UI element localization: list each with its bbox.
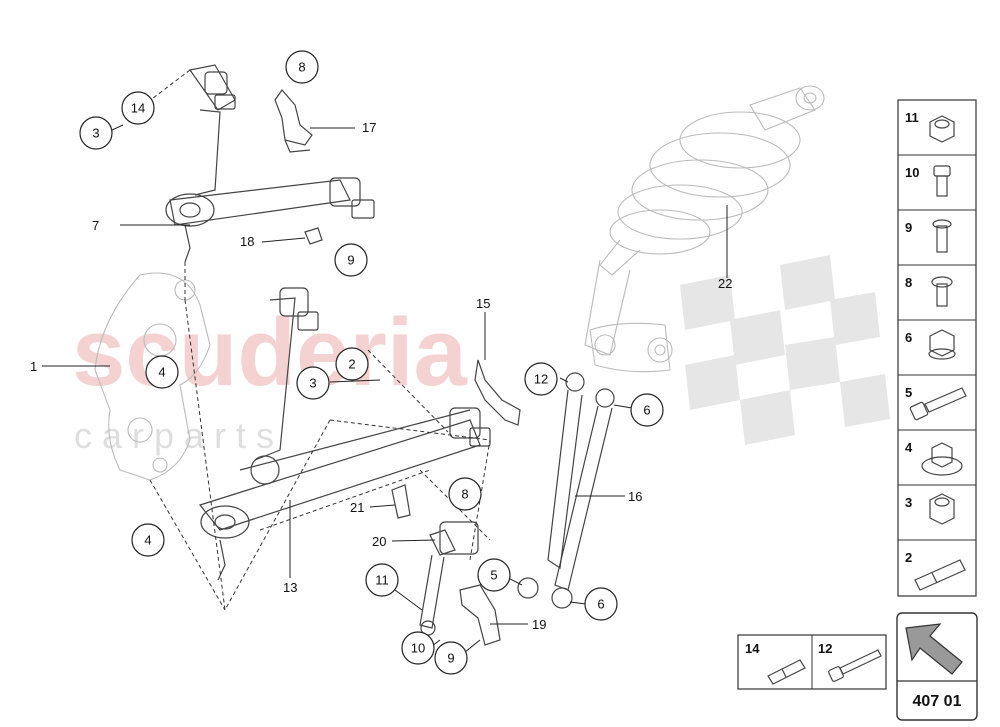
callout-20[interactable]: 20 — [372, 534, 386, 549]
bracket-15-drawing — [474, 359, 521, 426]
callout-19[interactable]: 19 — [532, 617, 546, 632]
callout-13[interactable]: 13 — [283, 580, 297, 595]
callout-4-lower[interactable]: 4 — [131, 523, 165, 557]
checkered-flag-watermark — [680, 255, 890, 445]
svg-text:12: 12 — [534, 372, 548, 387]
svg-text:6: 6 — [597, 597, 604, 612]
fastener-panel: 11 10 9 8 6 5 4 3 2 — [897, 99, 977, 597]
callout-6-upper[interactable]: 6 — [630, 393, 664, 427]
height-sensor-20-drawing — [419, 521, 479, 636]
bracket-18-drawing — [304, 227, 323, 245]
fastener-label-4: 4 — [905, 440, 913, 455]
svg-text:8: 8 — [461, 487, 468, 502]
bracket-19-drawing — [459, 584, 501, 646]
callout-4-upper[interactable]: 4 — [145, 355, 179, 389]
sleeve-bolt-icon — [767, 659, 806, 685]
svg-text:4: 4 — [158, 365, 165, 380]
callout-7[interactable]: 7 — [92, 218, 99, 233]
bottom-label-12: 12 — [818, 641, 832, 656]
callout-14-top[interactable]: 14 — [121, 91, 155, 125]
callout-1[interactable]: 1 — [30, 359, 37, 374]
callout-5-lower[interactable]: 5 — [477, 558, 511, 592]
callout-9-top[interactable]: 9 — [334, 243, 368, 277]
svg-text:2: 2 — [348, 357, 355, 372]
callout-18[interactable]: 18 — [240, 234, 254, 249]
callout-11-lower[interactable]: 11 — [365, 563, 399, 597]
watermark-text: scuderia — [72, 299, 467, 406]
svg-text:9: 9 — [447, 651, 454, 666]
washer-nut-icon — [921, 442, 963, 476]
svg-text:5: 5 — [490, 568, 497, 583]
bottom-label-14: 14 — [745, 641, 760, 656]
leader-lines — [42, 124, 728, 653]
tie-rod-16-drawing — [517, 372, 615, 609]
fastener-label-10: 10 — [905, 165, 919, 180]
callout-17[interactable]: 17 — [362, 120, 376, 135]
callout-12[interactable]: 12 — [524, 362, 558, 396]
callout-8-top[interactable]: 8 — [285, 50, 319, 84]
flange-nut-icon — [928, 329, 956, 360]
bracket-17-drawing — [274, 89, 313, 153]
short-bolt-icon — [933, 165, 951, 197]
diagram-code: 407 01 — [913, 693, 962, 710]
svg-text:10: 10 — [411, 641, 425, 656]
long-bolt-icon — [909, 387, 967, 421]
callout-15[interactable]: 15 — [476, 296, 490, 311]
callout-9-lower[interactable]: 9 — [434, 641, 468, 675]
watermark-subtext: c a r p a r t s — [74, 415, 274, 456]
fastener-label-11: 11 — [905, 110, 919, 125]
svg-text:9: 9 — [347, 253, 354, 268]
upper-wishbone-drawing — [165, 64, 375, 263]
long-screw-icon — [828, 649, 882, 682]
fastener-label-8: 8 — [905, 275, 912, 290]
callout-6-lower[interactable]: 6 — [584, 587, 618, 621]
lock-nut-icon — [929, 493, 955, 525]
fastener-label-9: 9 — [905, 220, 912, 235]
flange-bolt-icon — [932, 219, 952, 253]
bracket-21-drawing — [391, 484, 411, 519]
hex-nut-icon — [929, 115, 955, 143]
bottom-parts-panel: 14 12 — [737, 634, 887, 690]
svg-text:14: 14 — [131, 101, 145, 116]
callout-10-lower[interactable]: 10 — [401, 631, 435, 665]
navigation-arrow-icon[interactable] — [905, 623, 963, 675]
threaded-pin-icon — [914, 559, 966, 591]
callout-16[interactable]: 16 — [628, 489, 642, 504]
flange-screw-icon — [931, 276, 953, 307]
callout-3-middle[interactable]: 3 — [296, 366, 330, 400]
fastener-label-2: 2 — [905, 550, 912, 565]
callout-8-lower[interactable]: 8 — [448, 477, 482, 511]
svg-text:8: 8 — [298, 60, 305, 75]
svg-text:4: 4 — [144, 533, 151, 548]
navigation-arrow-box[interactable]: 407 01 — [896, 612, 978, 721]
callout-2[interactable]: 2 — [335, 347, 369, 381]
svg-text:11: 11 — [375, 573, 389, 588]
callout-3-top[interactable]: 3 — [79, 116, 113, 150]
svg-text:6: 6 — [643, 403, 650, 418]
callout-22[interactable]: 22 — [718, 276, 732, 291]
svg-text:3: 3 — [92, 126, 99, 141]
assembly-dashed-lines — [139, 69, 491, 611]
callout-21[interactable]: 21 — [350, 500, 364, 515]
svg-text:3: 3 — [309, 376, 316, 391]
lower-wishbone-drawing — [198, 287, 491, 581]
fastener-label-3: 3 — [905, 495, 912, 510]
shock-absorber-drawing — [584, 85, 825, 373]
fastener-label-5: 5 — [905, 385, 912, 400]
fastener-label-6: 6 — [905, 330, 912, 345]
